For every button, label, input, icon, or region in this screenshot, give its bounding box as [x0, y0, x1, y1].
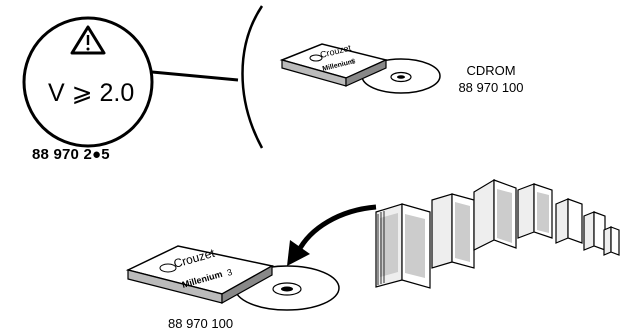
cdrom-top-graphic: Crouzet Millenium 3 — [279, 42, 441, 94]
cdrom-bottom-label: 88 970 100 — [168, 316, 234, 331]
cdrom-bottom-product-number: 3 — [226, 267, 234, 278]
cdrom-top-label-line2: 88 970 100 — [458, 80, 524, 95]
curved-arrow-icon — [287, 204, 377, 266]
cdrom-top-label-line1: CDROM — [466, 63, 516, 78]
warning-icon — [70, 25, 106, 55]
manual-booklets-icon — [375, 178, 620, 289]
cdrom-top-product-number: 3 — [351, 58, 357, 66]
cdrom-bottom-graphic: Crouzet Millenium 3 — [125, 245, 340, 311]
cdrom-top-label: CDROM 88 970 100 — [441, 62, 541, 96]
version-requirement: V ⩾ 2.0 — [48, 79, 135, 107]
bracket-curve — [241, 5, 264, 149]
requirement-part-number: 88 970 2●5 — [32, 146, 110, 163]
connector-line — [151, 70, 239, 82]
requirement-circle — [22, 16, 154, 148]
